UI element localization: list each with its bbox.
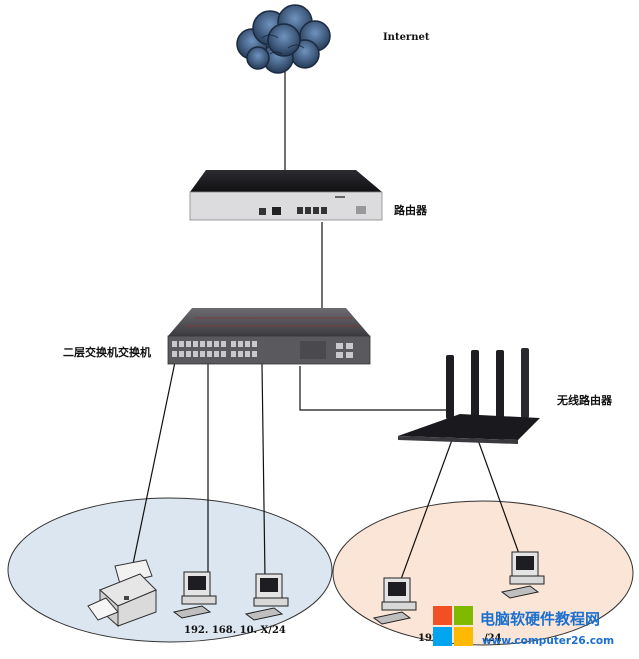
router-label: 路由器: [394, 203, 428, 217]
link-switch-pc2: [261, 363, 266, 579]
lan-subnet-label: 192. 168. 10. X/24: [184, 625, 286, 636]
link-switch-wireless: [299, 366, 450, 411]
link-wireless-pc3: [399, 439, 453, 583]
cloud-icon: [236, 4, 331, 74]
computer-icon: [372, 577, 417, 625]
computer-icon: [172, 571, 217, 619]
router-icon: [189, 170, 383, 221]
watermark-url: www.computer26.com: [482, 635, 614, 647]
computer-icon: [500, 551, 545, 599]
lan-subnet-area: [7, 497, 333, 643]
internet-label: Internet: [383, 32, 430, 43]
wifi-subnet-label-left: 192: [418, 633, 439, 644]
wifi-subnet-label-right: /24: [484, 633, 502, 644]
wireless-router-label: 无线路由器: [556, 393, 613, 407]
connection-lines: [127, 65, 523, 589]
switch-label: 二层交换机交换机: [63, 345, 151, 359]
printer-icon: [87, 559, 157, 628]
switch-icon: [167, 308, 371, 365]
wireless-router-icon: [398, 348, 540, 444]
watermark-title: 电脑软硬件教程网: [480, 610, 600, 628]
watermark: 电脑软硬件教程网 www.computer26.com: [433, 606, 614, 647]
link-wireless-pc4: [477, 439, 523, 563]
computer-icon: [244, 573, 289, 621]
link-switch-printer: [127, 361, 176, 589]
windows-logo-icon: [433, 606, 473, 646]
